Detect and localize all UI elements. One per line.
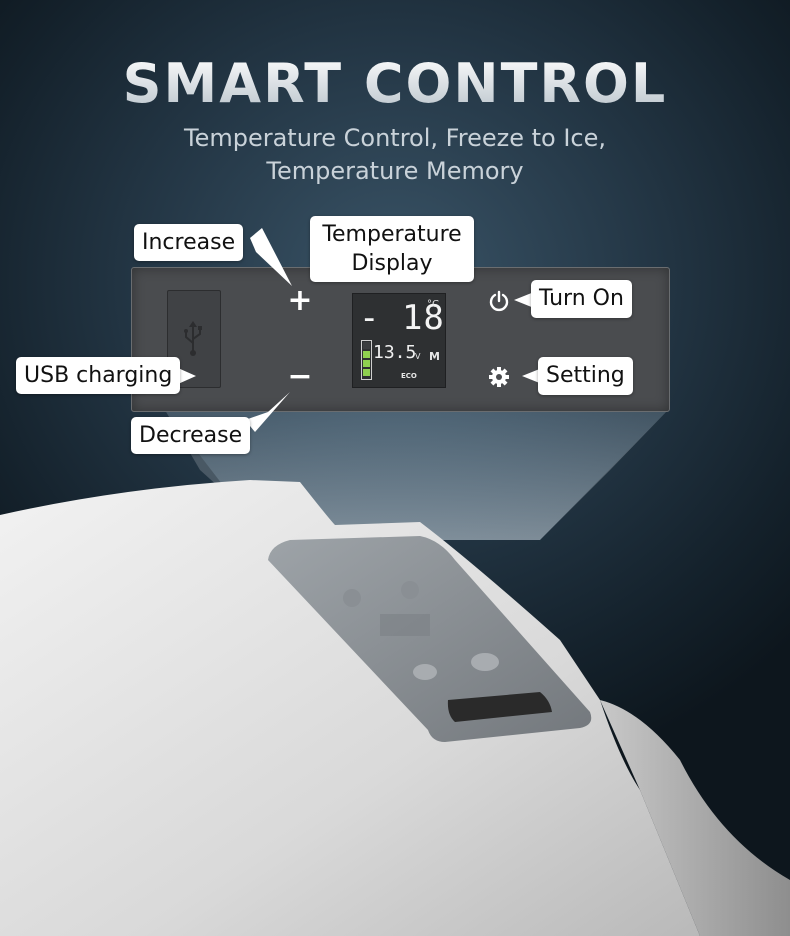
usb-icon [184, 321, 202, 356]
display-temperature-unit: °C [427, 299, 439, 310]
gear-icon[interactable] [488, 366, 510, 388]
callout-increase: Increase [134, 224, 244, 261]
callout-usb-charging: USB charging [16, 357, 181, 394]
battery-indicator [361, 340, 372, 380]
temperature-display: - 18 °C 13.5 V M ECO [352, 293, 446, 388]
subtitle-line-2: Temperature Memory [266, 157, 524, 185]
callout-temperature-display: Temperature Display [310, 216, 474, 282]
callout-temperature-line-2: Display [351, 251, 433, 276]
callout-setting: Setting [538, 357, 633, 395]
callout-temperature-line-1: Temperature [322, 222, 462, 247]
fridge-body [0, 480, 700, 936]
callout-turn-on: Turn On [531, 280, 632, 318]
display-mode: M [429, 350, 440, 363]
callout-decrease: Decrease [131, 417, 251, 454]
display-temperature: - 18 [359, 298, 445, 338]
page-subtitle: Temperature Control, Freeze to Ice, Temp… [0, 122, 790, 188]
display-voltage-unit: V [415, 352, 421, 361]
fridge-control-glass [268, 536, 592, 742]
display-eco: ECO [401, 372, 417, 380]
display-voltage: 13.5 [373, 342, 417, 363]
subtitle-line-1: Temperature Control, Freeze to Ice, [184, 124, 606, 152]
page-title: SMART CONTROL [0, 52, 790, 115]
power-icon[interactable] [488, 290, 510, 312]
decrease-button[interactable]: − [287, 359, 313, 394]
increase-button[interactable]: + [287, 283, 313, 318]
